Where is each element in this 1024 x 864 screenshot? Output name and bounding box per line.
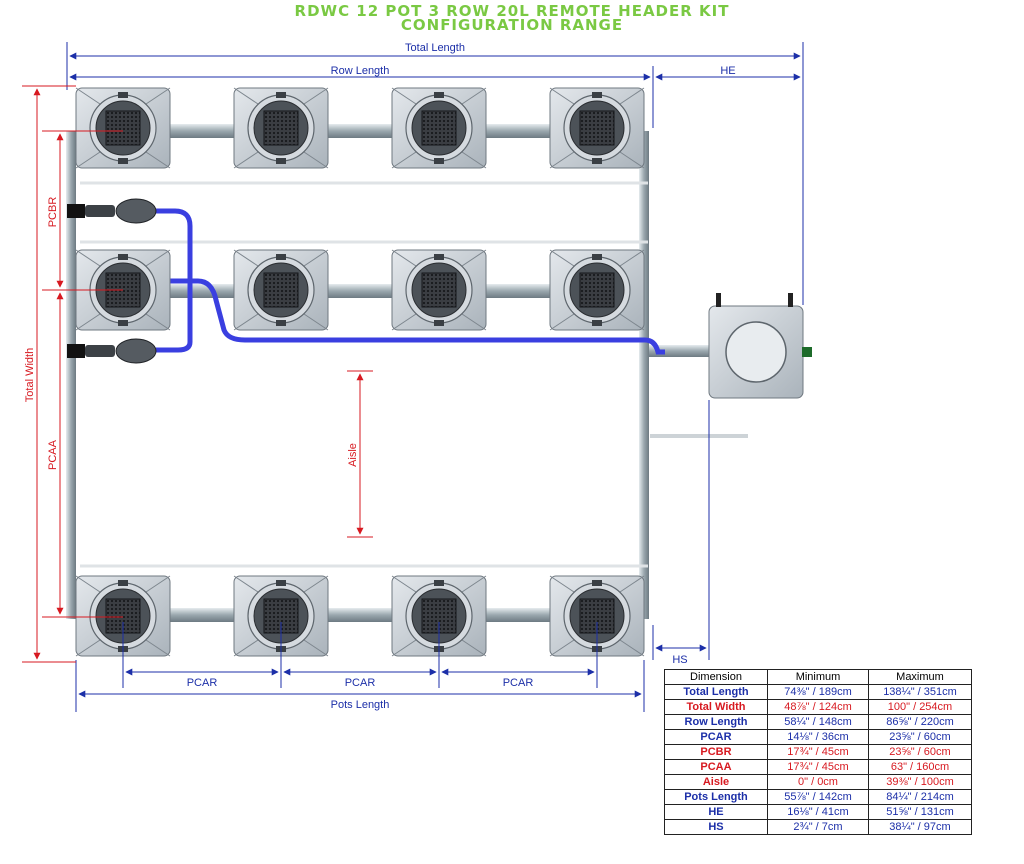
diagram-title: RDWC 12 POT 3 ROW 20L REMOTE HEADER KIT: [294, 2, 730, 20]
label-pcbr: PCBR: [47, 197, 59, 228]
cell-max: 84¼" / 214cm: [868, 789, 972, 805]
pot-r2-c4: [549, 249, 645, 331]
cell-min: 17¾" / 45cm: [767, 759, 869, 775]
label-aisle: Aisle: [347, 443, 359, 467]
cell-min: 17¾" / 45cm: [767, 744, 869, 760]
blue-hose-upper: [150, 208, 193, 353]
cell-name: HS: [664, 819, 768, 835]
pot-r2-c2: [233, 249, 329, 331]
label-he: HE: [720, 65, 735, 77]
label-pcar-1: PCAR: [187, 677, 218, 689]
pot-r1-c1: [75, 87, 171, 169]
cell-min: 14⅛" / 36cm: [767, 729, 869, 745]
pot-r1-c4: [549, 87, 645, 169]
cell-max: 38¼" / 97cm: [868, 819, 972, 835]
cell-min: 16⅛" / 41cm: [767, 804, 869, 820]
dim-total-width: Total Width: [22, 85, 76, 663]
label-total-length: Total Length: [405, 42, 465, 54]
pump-upper: [67, 198, 157, 224]
cell-name: Pots Length: [664, 789, 768, 805]
label-hs: HS: [672, 654, 687, 666]
left-manifold-pipe: [66, 131, 76, 619]
dim-aisle: Aisle: [347, 370, 373, 538]
dim-pcar: PCAR PCAR PCAR: [122, 622, 598, 689]
right-manifold-pipe: [639, 131, 649, 619]
dim-he: HE: [655, 65, 801, 81]
cell-name: HE: [664, 804, 768, 820]
header-dimension: Dimension: [664, 669, 768, 685]
cell-max: 39⅜" / 100cm: [868, 774, 972, 790]
cell-max: 138¼" / 351cm: [868, 684, 972, 700]
label-pots-length: Pots Length: [331, 699, 390, 711]
header-minimum: Minimum: [767, 669, 869, 685]
dim-pcbr: PCBR: [42, 130, 123, 291]
dim-pcaa: PCAA: [42, 292, 123, 618]
header-maximum: Maximum: [868, 669, 972, 685]
cell-max: 63" / 160cm: [868, 759, 972, 775]
label-total-width: Total Width: [24, 348, 36, 402]
cell-name: Row Length: [664, 714, 768, 730]
label-pcar-2: PCAR: [345, 677, 376, 689]
cell-name: Aisle: [664, 774, 768, 790]
cell-name: Total Length: [664, 684, 768, 700]
cell-min: 58¼" / 148cm: [767, 714, 869, 730]
cell-name: Total Width: [664, 699, 768, 715]
cell-max: 51⅝" / 131cm: [868, 804, 972, 820]
header-tank: [708, 293, 812, 399]
cell-min: 55⅞" / 142cm: [767, 789, 869, 805]
table-header-row: Dimension Minimum Maximum: [664, 669, 972, 685]
pot-r1-c3: [391, 87, 487, 169]
cell-name: PCAA: [664, 759, 768, 775]
cell-min: 2¾" / 7cm: [767, 819, 869, 835]
dim-row-length: Row Length: [69, 65, 654, 128]
pump-lower: [67, 338, 157, 364]
cell-min: 48⅞" / 124cm: [767, 699, 869, 715]
cell-name: PCBR: [664, 744, 768, 760]
dim-total-length: Total Length: [66, 42, 804, 305]
dim-hs: HS: [652, 400, 710, 666]
cell-max: 86⅝" / 220cm: [868, 714, 972, 730]
blue-hose-main: [170, 278, 665, 355]
label-pcar-3: PCAR: [503, 677, 534, 689]
cell-name: PCAR: [664, 729, 768, 745]
label-row-length: Row Length: [331, 65, 390, 77]
cell-max: 23⅝" / 60cm: [868, 729, 972, 745]
dim-pots-length: Pots Length: [75, 660, 645, 712]
label-pcaa: PCAA: [47, 439, 59, 470]
cell-min: 74⅜" / 189cm: [767, 684, 869, 700]
cell-min: 0" / 0cm: [767, 774, 869, 790]
pot-r1-c2: [233, 87, 329, 169]
cell-max: 100" / 254cm: [868, 699, 972, 715]
pot-r2-c3: [391, 249, 487, 331]
diagram-subtitle: CONFIGURATION RANGE: [400, 16, 624, 34]
cell-max: 23⅝" / 60cm: [868, 744, 972, 760]
